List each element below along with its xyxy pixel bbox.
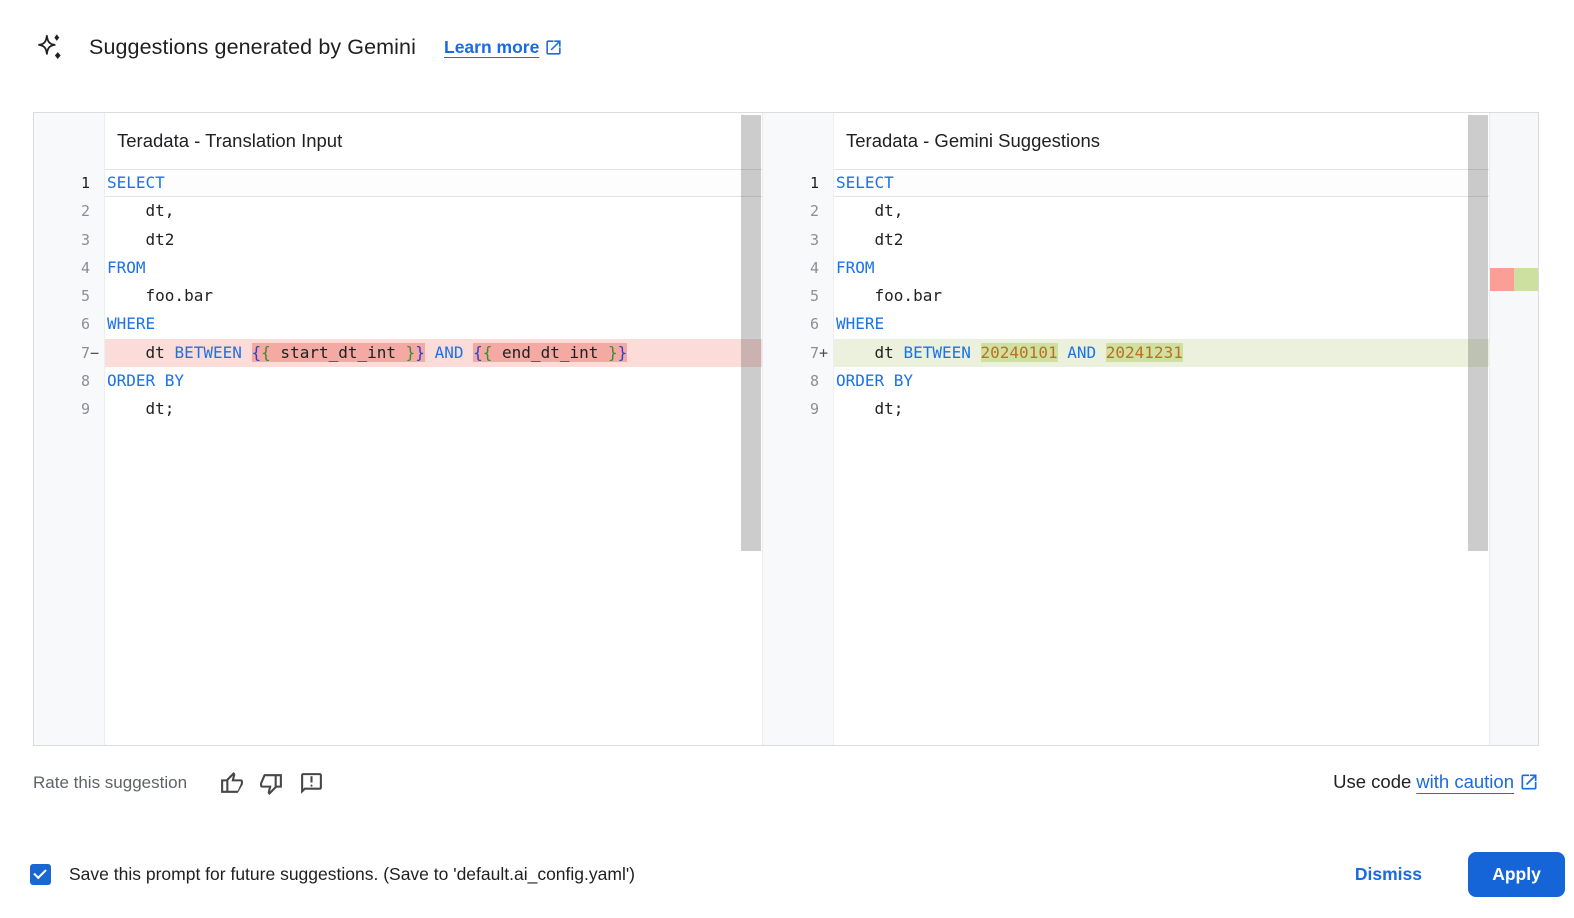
feedback-icon — [301, 772, 322, 794]
code-line: foo.bar — [107, 286, 213, 306]
rate-label: Rate this suggestion — [33, 773, 188, 792]
code-line: WHERE — [836, 314, 885, 334]
code-line: dt; — [836, 399, 904, 419]
thumb-down-icon — [260, 773, 282, 795]
line-number: 2 — [809, 202, 819, 221]
save-prompt-checkbox[interactable] — [30, 864, 51, 885]
code-line: ORDER BY — [836, 371, 914, 391]
dismiss-button[interactable]: Dismiss — [1349, 863, 1428, 886]
removed-marker — [1490, 268, 1514, 291]
thumb-up-button[interactable] — [219, 771, 244, 796]
line-number: 7+ — [809, 343, 829, 362]
use-code-notice: Use code with caution — [1333, 771, 1539, 793]
gutter-lines: 1 2 3 4 5 6 7− 8 9 — [34, 113, 104, 424]
feedback-button[interactable] — [299, 771, 324, 796]
line-number: 8 — [809, 372, 819, 391]
line-number: 5 — [80, 287, 90, 306]
code-line: WHERE — [107, 314, 156, 334]
line-number: 4 — [809, 258, 819, 277]
code-editor[interactable]: Teradata - Gemini Suggestions SELECT dt,… — [833, 113, 1538, 745]
line-number: 7− — [80, 343, 100, 362]
code-line: dt2 — [107, 229, 175, 249]
apply-button[interactable]: Apply — [1468, 852, 1565, 897]
external-link-icon — [544, 38, 563, 57]
use-code-text: Use code — [1333, 771, 1412, 792]
line-number: 1 — [80, 174, 90, 192]
code-line: dt; — [107, 399, 175, 419]
line-number-gutter: 1 2 3 4 5 6 7+ 8 9 — [763, 113, 833, 745]
line-number: 6 — [80, 315, 90, 334]
added-marker — [1514, 268, 1538, 291]
line-number: 6 — [809, 315, 819, 334]
panel-title: Teradata - Gemini Suggestions — [834, 113, 1538, 169]
save-prompt-label: Save this prompt for future suggestions.… — [69, 864, 635, 884]
diff-change-marker — [1490, 268, 1538, 291]
panel-title: Teradata - Translation Input — [105, 113, 762, 169]
code-line: SELECT — [105, 169, 762, 198]
gemini-sparkle-icon — [33, 31, 65, 63]
thumb-down-button[interactable] — [259, 771, 284, 796]
translation-input-panel: 1 2 3 4 5 6 7− 8 9 Teradata - Translation Input … — [34, 113, 762, 745]
code-line: ORDER BY — [107, 371, 185, 391]
code-line: dt2 — [836, 229, 904, 249]
with-caution-link[interactable]: with caution — [1416, 771, 1514, 792]
page-title: Suggestions generated by Gemini — [89, 34, 416, 59]
line-number: 8 — [80, 372, 90, 391]
code-line: dt BETWEEN 20240101 AND 20241231 — [834, 338, 1538, 368]
code-line: FROM — [836, 257, 875, 277]
diff-view: 1 2 3 4 5 6 7− 8 9 Teradata - Translation Input … — [33, 112, 1539, 746]
learn-more-link[interactable]: Learn more — [444, 37, 563, 58]
line-number: 9 — [809, 400, 819, 419]
code-line: FROM — [107, 257, 146, 277]
code-line: SELECT — [834, 169, 1538, 198]
scrollbar-thumb[interactable] — [741, 115, 761, 551]
rate-row: Rate this suggestion — [33, 769, 339, 797]
scrollbar-thumb[interactable] — [1468, 115, 1488, 551]
thumb-up-icon — [221, 771, 244, 793]
line-number: 2 — [80, 202, 90, 221]
code-line: dt, — [836, 201, 904, 221]
line-number: 1 — [809, 174, 819, 192]
line-number: 3 — [80, 230, 90, 249]
gemini-suggestions-panel: 1 2 3 4 5 6 7+ 8 9 Teradata - Gemini Suggestions… — [762, 113, 1538, 745]
line-number-gutter: 1 2 3 4 5 6 7− 8 9 — [34, 113, 104, 745]
code-line: dt BETWEEN {{ start_dt_int }} AND {{ end… — [105, 338, 762, 368]
line-number: 9 — [80, 400, 90, 419]
line-number: 4 — [80, 258, 90, 277]
footer-bar: Save this prompt for future suggestions.… — [30, 851, 1565, 898]
external-link-icon — [1519, 772, 1539, 792]
code-editor[interactable]: Teradata - Translation Input SELECT dt, … — [104, 113, 762, 745]
line-number: 5 — [809, 287, 819, 306]
code-line: dt, — [107, 201, 175, 221]
header: Suggestions generated by Gemini Learn mo… — [33, 30, 563, 64]
line-number: 3 — [809, 230, 819, 249]
code-line: foo.bar — [836, 286, 942, 306]
diff-overview-ruler — [1489, 113, 1538, 745]
gutter-lines: 1 2 3 4 5 6 7+ 8 9 — [763, 113, 833, 424]
